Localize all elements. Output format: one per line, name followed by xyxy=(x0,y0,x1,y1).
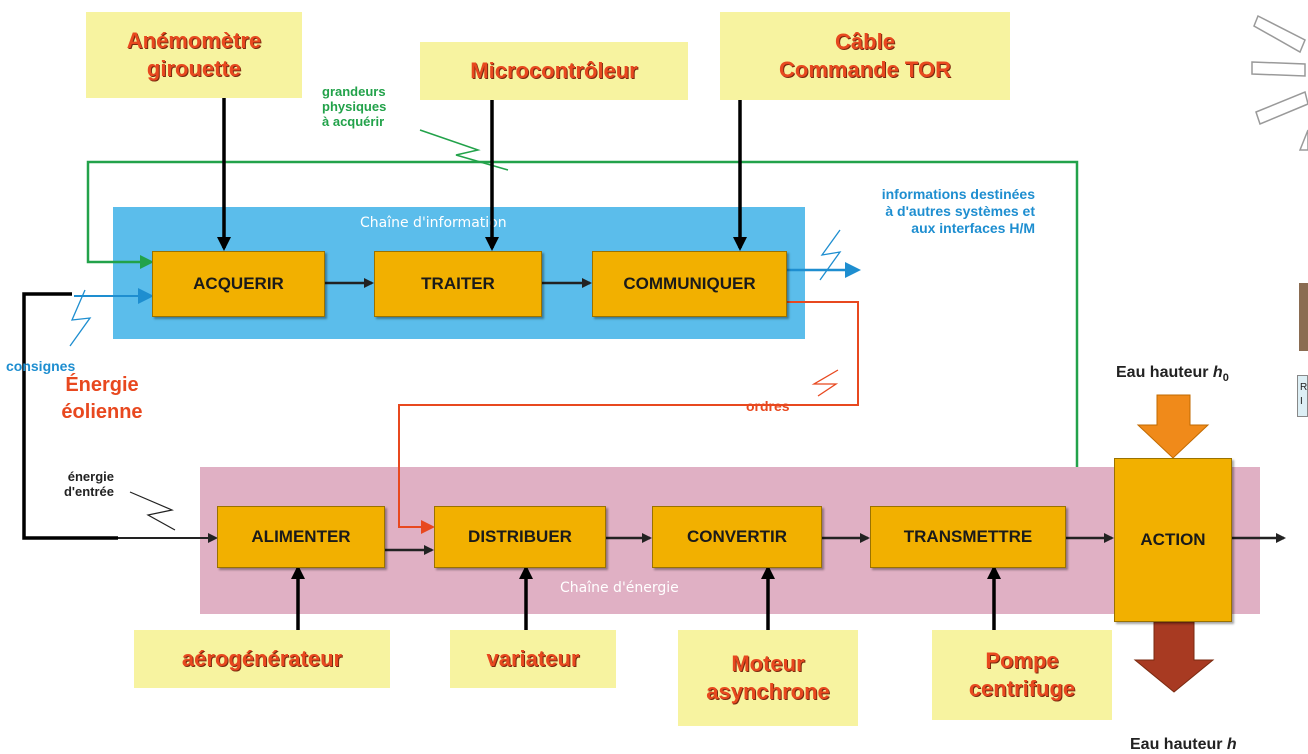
informations-lightning xyxy=(819,229,842,281)
component-microcontroleur: Microcontrôleur xyxy=(420,42,688,100)
block-communiquer: COMMUNIQUER xyxy=(592,251,787,317)
label-eau-hauteur-h0: Eau hauteur h0 xyxy=(1116,364,1229,385)
energy-chain-title: Chaîne d'énergie xyxy=(560,580,679,596)
component-moteur: Moteur asynchrone xyxy=(678,630,858,726)
block-distribuer: DISTRIBUER xyxy=(434,506,606,568)
side-text: R I xyxy=(1300,382,1308,407)
component-cable: Câble Commande TOR xyxy=(720,12,1010,100)
block-convertir: CONVERTIR xyxy=(652,506,822,568)
label-energie-eolienne: Énergie éolienne xyxy=(61,374,143,423)
label-energie-entree: énergie d'entrée xyxy=(63,469,114,499)
green-lightning xyxy=(419,129,509,171)
consignes-lightning xyxy=(69,289,92,347)
green-feedback-line xyxy=(86,160,1079,467)
component-aerogenerateur: aérogénérateur xyxy=(134,630,390,688)
block-acquerir: ACQUERIR xyxy=(152,251,325,317)
label-informations: informations destinées à d'autres systèm… xyxy=(881,186,1035,236)
sun-rays-icon xyxy=(1251,14,1308,151)
component-anemometre: Anémomètre girouette xyxy=(86,12,302,98)
wind-energy-bracket xyxy=(22,292,118,540)
photo-thumbnail xyxy=(1299,283,1308,351)
ordres-line xyxy=(398,301,859,534)
water-in-arrow xyxy=(1136,394,1210,459)
ordres-lightning xyxy=(811,369,839,397)
information-chain-title: Chaîne d'information xyxy=(360,215,507,231)
block-action: ACTION xyxy=(1114,458,1232,622)
block-transmettre: TRANSMETTRE xyxy=(870,506,1066,568)
block-traiter: TRAITER xyxy=(374,251,542,317)
label-grandeurs: grandeurs physiques à acquérir xyxy=(322,84,387,129)
component-pompe: Pompe centrifuge xyxy=(932,630,1112,720)
energy-lightning xyxy=(129,491,176,531)
label-consignes: consignes xyxy=(6,358,76,374)
block-alimenter: ALIMENTER xyxy=(217,506,385,568)
component-variateur: variateur xyxy=(450,630,616,688)
label-ordres: ordres xyxy=(746,398,790,414)
water-out-arrow xyxy=(1133,621,1215,693)
label-eau-hauteur-h1: Eau hauteur h xyxy=(1130,736,1237,753)
